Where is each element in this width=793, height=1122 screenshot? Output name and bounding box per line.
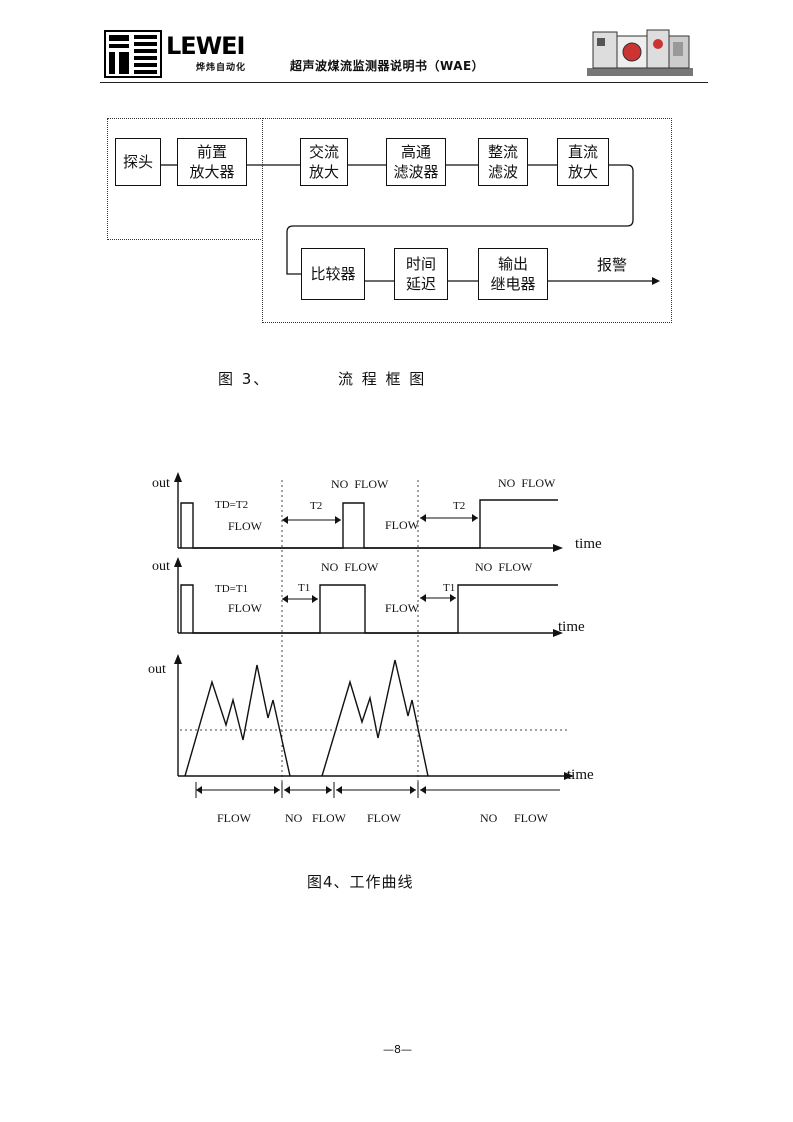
chart3-out-label: out — [148, 662, 166, 677]
probe-group-frame — [107, 118, 261, 240]
chart2-t1-left-label: T1 — [298, 582, 311, 594]
bottom-label-flow-2: FLOW — [312, 811, 346, 825]
block-rectifier: 整流 滤波 — [478, 138, 528, 186]
chart1-noflow-label-1: NO FLOW — [331, 477, 389, 491]
chart1-t2-left-label: T2 — [310, 500, 323, 512]
bottom-label-no: NO — [285, 811, 303, 825]
block-dc-amp: 直流 放大 — [557, 138, 609, 186]
chart2-out-label: out — [152, 559, 170, 574]
chart1-td-label: TD=T2 — [215, 499, 249, 511]
chart1-out-label: out — [152, 476, 170, 491]
logo-icon — [104, 30, 162, 78]
bottom-label-flow-1: FLOW — [217, 811, 251, 825]
block-comparator: 比较器 — [301, 248, 365, 300]
block-preamp: 前置 放大器 — [177, 138, 247, 186]
bottom-label-flow-3: FLOW — [367, 811, 401, 825]
chart2-t1-right-label: T1 — [443, 582, 456, 594]
brand-name: LEWEI — [166, 32, 245, 60]
block-output-relay: 输出 继电器 — [478, 248, 548, 300]
chart2-noflow-label-2: NO FLOW — [475, 560, 533, 574]
flow-connectors — [161, 164, 660, 285]
bottom-label-no-2: NO — [480, 811, 498, 825]
chart3-time-label: time — [567, 767, 594, 783]
header-rule — [100, 82, 708, 83]
timing-waveforms — [174, 472, 574, 800]
chart2-noflow-label-1: NO FLOW — [321, 560, 379, 574]
chart1-flow-label-2: FLOW — [385, 518, 419, 532]
chart2-flow-label-2: FLOW — [385, 601, 419, 615]
page-number: —8— — [383, 1043, 412, 1056]
block-ac-amp: 交流 放大 — [300, 138, 348, 186]
document-title: 超声波煤流监测器说明书（WAE） — [290, 59, 485, 73]
machine-illustration-icon — [587, 29, 693, 76]
block-probe: 探头 — [115, 138, 161, 186]
chart1-time-label: time — [575, 536, 602, 552]
brand-subtitle: 烨炜自动化 — [196, 63, 247, 73]
chart1-noflow-label-2: NO FLOW — [498, 476, 556, 490]
chart2-time-label: time — [558, 619, 585, 635]
block-time-delay: 时间 延迟 — [394, 248, 448, 300]
chart1-t2-right-label: T2 — [453, 500, 466, 512]
main-circuit-frame — [262, 118, 672, 323]
chart1-flow-label: FLOW — [228, 519, 262, 533]
chart2-flow-label: FLOW — [228, 601, 262, 615]
figure3-caption: 图 3、 流 程 框 图 — [218, 370, 427, 388]
chart2-td-label: TD=T1 — [215, 583, 249, 595]
block-high-pass-filter: 高通 滤波器 — [386, 138, 446, 186]
alarm-output-label: 报警 — [597, 256, 628, 274]
bottom-label-flow-4: FLOW — [514, 811, 548, 825]
figure4-caption: 图4、工作曲线 — [307, 873, 414, 891]
